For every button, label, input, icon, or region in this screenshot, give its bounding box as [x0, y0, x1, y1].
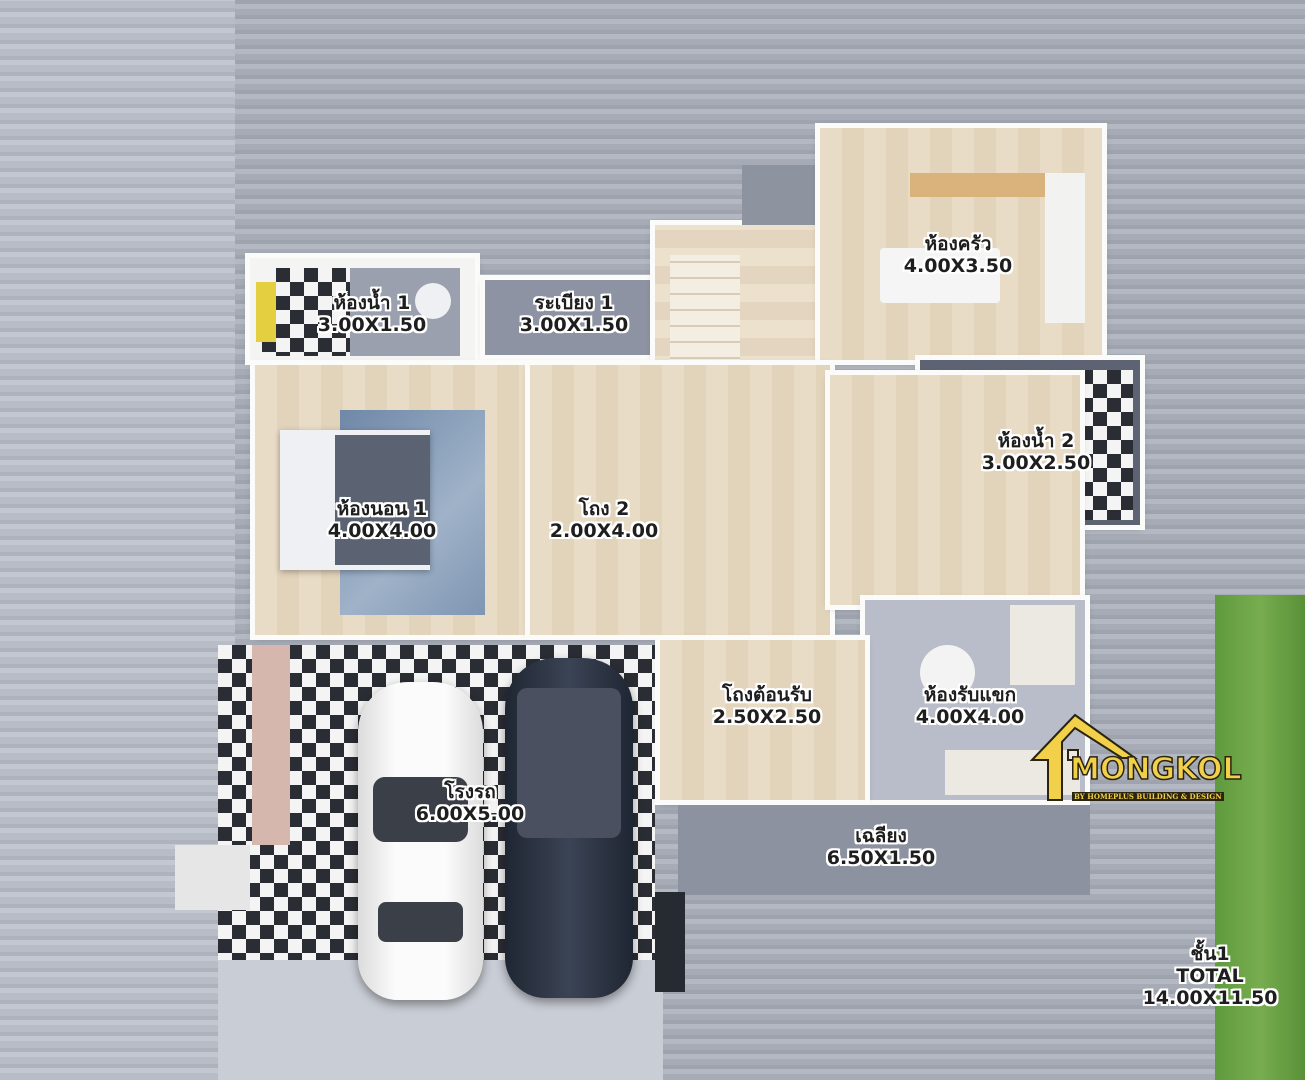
rear-steps — [742, 165, 817, 225]
central-hall — [830, 375, 1080, 605]
porch — [678, 805, 1090, 895]
balcony-1 — [485, 280, 660, 355]
logo-brand: MONGKOL — [1069, 751, 1242, 788]
mongkol-logo: MONGKOL BY HOMEPLUS BUILDING & DESIGN — [1020, 700, 1245, 810]
dark-car — [505, 658, 633, 998]
kitchen — [820, 128, 1102, 360]
lawn — [1215, 595, 1305, 1080]
paving-left — [0, 0, 235, 1080]
white-car — [358, 682, 483, 1000]
logo-tagline: BY HOMEPLUS BUILDING & DESIGN — [1072, 792, 1224, 801]
gate-post — [655, 892, 685, 992]
house-logo-icon — [1029, 713, 1139, 801]
entry-hall — [660, 640, 865, 800]
living-room — [865, 600, 1085, 800]
storage-box — [175, 845, 250, 910]
bathroom-1 — [250, 258, 475, 360]
garage-shelf — [252, 645, 290, 845]
hall-2 — [530, 365, 830, 635]
bedroom-1 — [255, 365, 530, 635]
